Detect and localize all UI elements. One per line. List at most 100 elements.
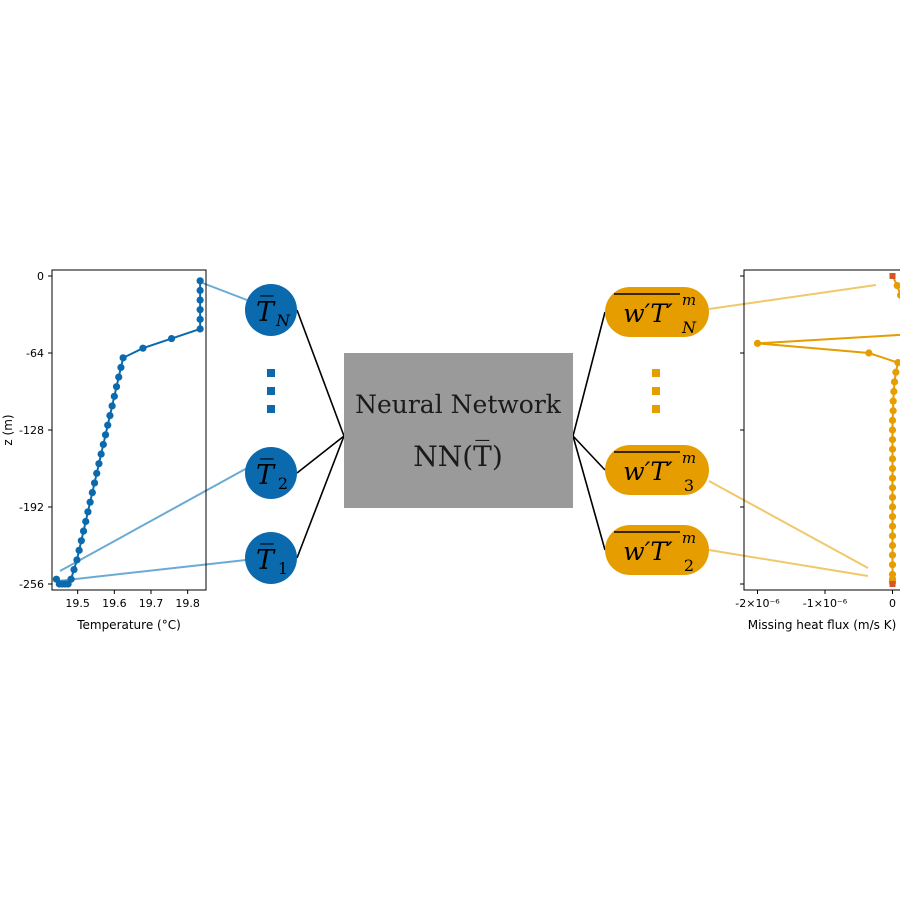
chart-to-node-connector (708, 549, 869, 577)
heat-flux-point (892, 368, 900, 376)
input-node-2-circle (245, 447, 297, 499)
heat-flux-point (865, 349, 873, 357)
heat-flux-point (893, 282, 900, 290)
temperature-point (196, 277, 204, 285)
node-to-network-connector (296, 309, 345, 437)
heat-flux-point (888, 493, 897, 501)
input-ellipsis-dot-1 (267, 369, 275, 377)
heat-flux-boundary-point (889, 581, 896, 587)
temperature-point (93, 469, 101, 477)
output-node-2-sup: m (682, 529, 696, 547)
heat-flux-point (888, 445, 897, 453)
chart-to-node-connector (708, 284, 877, 310)
temperature-point (90, 479, 99, 487)
input-node-n-sub: N (275, 311, 291, 330)
temperature-point (119, 354, 127, 362)
heat-flux-point (894, 359, 900, 367)
temperature-point (196, 325, 204, 333)
temperature-point (112, 383, 121, 391)
neural-network-function: NN(T̅) (413, 440, 503, 473)
temperature-point (108, 402, 116, 410)
output-node-n-sup: m (682, 291, 696, 309)
neural-network-rect (344, 353, 573, 508)
left-y-tick-label: -256 (19, 578, 44, 591)
input-ellipsis-dot-2 (267, 387, 275, 395)
input-ellipsis-dot-3 (267, 405, 275, 413)
temperature-point (196, 306, 204, 314)
temperature-point (115, 373, 123, 381)
output-node-2-pill (605, 525, 709, 575)
temperature-point (110, 392, 118, 400)
output-node-3-label: w′T′ (623, 457, 673, 486)
heat-flux-point (888, 484, 897, 492)
heat-flux-point (753, 339, 762, 347)
neural-network-title: Neural Network (355, 390, 562, 419)
temperature-point (75, 546, 83, 554)
left-y-tick-label: -128 (19, 424, 44, 437)
output-ellipsis-dot-3 (652, 405, 660, 413)
temperature-point (99, 440, 107, 449)
output-ellipsis (652, 369, 660, 413)
node-to-network-connector (572, 435, 606, 551)
heat-flux-point (888, 464, 897, 473)
temperature-point (101, 431, 110, 439)
output-node-n-pill (605, 287, 709, 337)
left-y-axis-label: z (m) (1, 414, 15, 445)
input-node-n-circle (245, 284, 297, 336)
heat-flux-point (889, 407, 897, 415)
heat-flux-point (888, 416, 897, 424)
temperature-point (86, 498, 94, 506)
chart-to-node-connector (708, 480, 869, 569)
temperature-point (196, 296, 204, 304)
temperature-point (88, 488, 96, 497)
neural-network-box: Neural Network NN(T̅) (344, 353, 573, 508)
output-node-n: w′T′ m N (605, 287, 709, 337)
output-node-2: w′T′ m 2 (605, 525, 709, 575)
output-node-n-label: w′T′ (623, 299, 673, 328)
heat-flux-point (888, 513, 897, 521)
heat-flux-point (888, 436, 897, 444)
left-x-tick-label: 19.6 (102, 597, 127, 610)
left-y-tick-label: 0 (37, 270, 44, 283)
temperature-point (84, 508, 92, 516)
heat-flux-point (890, 378, 899, 386)
left-chart-frame (51, 269, 207, 591)
temperature-point (52, 575, 61, 583)
output-ellipsis-dot-2 (652, 387, 660, 395)
chart-to-node-connector (199, 281, 248, 301)
input-node-n-label: T̅ (256, 295, 276, 328)
input-node-1: T̅ 1 (245, 532, 297, 584)
node-to-network-connector (296, 435, 345, 474)
heat-flux-point (888, 426, 897, 434)
left-y-tick-label: -64 (26, 347, 44, 360)
output-node-n-sub: N (681, 318, 697, 337)
node-to-network-connector (572, 311, 606, 437)
input-node-2: T̅ 2 (245, 447, 297, 499)
output-node-3-sub: 3 (684, 476, 694, 495)
input-node-n: T̅ N (245, 284, 297, 336)
temperature-point (104, 421, 112, 429)
left-x-tick-label: 19.8 (175, 597, 200, 610)
temperature-point (73, 556, 81, 564)
right-x-axis-label: Missing heat flux (m/s K) (748, 618, 897, 632)
temperature-point (70, 565, 78, 574)
input-node-2-sub: 2 (278, 474, 288, 493)
input-node-1-label: T̅ (256, 543, 276, 576)
temperature-point (139, 344, 147, 352)
heat-flux-point (888, 474, 897, 482)
chart-to-node-connector (59, 466, 250, 572)
heat-flux-point (890, 387, 898, 396)
right-x-tick-label: 0 (889, 597, 896, 610)
heat-flux-point (888, 522, 897, 530)
temperature-point (77, 537, 85, 545)
heat-flux-line (757, 275, 900, 584)
right-y-ticks (740, 275, 744, 585)
input-node-1-sub: 1 (278, 559, 288, 578)
temperature-point (95, 460, 103, 468)
input-node-2-label: T̅ (256, 458, 276, 491)
heat-flux-boundary-point (889, 273, 896, 279)
